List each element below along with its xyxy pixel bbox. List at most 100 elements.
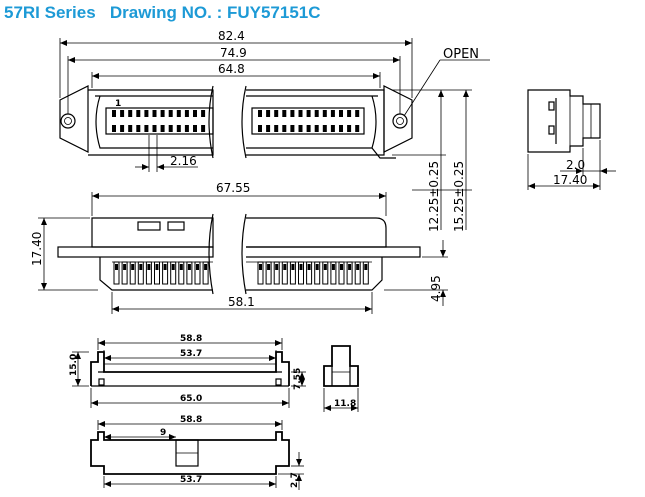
contact-pin xyxy=(266,125,271,132)
terminal-tip xyxy=(155,264,159,270)
terminal-contact xyxy=(113,261,120,285)
dim-front-height: 17.40 xyxy=(30,232,44,266)
contact-pin xyxy=(193,125,197,132)
terminal-tip xyxy=(275,264,279,270)
terminal-contact xyxy=(178,261,185,285)
terminal-tip xyxy=(259,264,262,270)
front-view-terminals xyxy=(113,261,369,285)
terminal-tip xyxy=(147,264,151,270)
terminal-tip xyxy=(163,264,167,270)
terminal-tip xyxy=(187,264,191,270)
contact-pin xyxy=(120,110,125,117)
terminal-tip xyxy=(356,264,360,270)
dim-cover-width: 11.8 xyxy=(334,399,356,409)
terminal-tip xyxy=(196,264,199,270)
dim-cover-height: 15.0 xyxy=(69,354,79,376)
contact-pin xyxy=(160,125,165,132)
terminal-tip xyxy=(348,264,352,270)
terminal-contact xyxy=(322,261,329,285)
contact-pin xyxy=(282,125,287,132)
contact-pin xyxy=(168,110,173,117)
contact-pin xyxy=(322,110,327,117)
terminal-contact xyxy=(306,261,313,285)
cover-view: 58.8 53.7 15.0 7.55 65.0 xyxy=(69,334,306,408)
terminal-contact xyxy=(194,261,201,285)
terminal-contact xyxy=(354,261,361,285)
contact-pin xyxy=(258,110,262,117)
terminal-tip xyxy=(331,264,335,270)
terminal-contact xyxy=(145,261,152,285)
contact-pin xyxy=(314,125,319,132)
contact-pin xyxy=(193,110,197,117)
dim-cover-slot: 53.7 xyxy=(180,349,202,359)
contact-pin xyxy=(176,110,181,117)
contact-pin xyxy=(184,125,189,132)
contact-pin xyxy=(120,125,125,132)
contact-pin xyxy=(168,125,173,132)
contact-pin xyxy=(322,125,327,132)
dim-height-inner: 12.25±0.25 xyxy=(427,161,441,232)
dim-bottom-height: 2.7 xyxy=(290,472,300,488)
terminal-tip xyxy=(283,264,287,270)
terminal-tip xyxy=(171,264,175,270)
contact-pin xyxy=(355,125,360,132)
terminal-contact xyxy=(314,261,321,285)
terminal-tip xyxy=(340,264,343,270)
contact-pin xyxy=(128,110,133,117)
contact-pin xyxy=(290,110,295,117)
contact-pin xyxy=(314,110,319,117)
terminal-tip xyxy=(179,264,183,270)
contact-pin xyxy=(152,125,157,132)
contact-pin xyxy=(347,110,352,117)
terminal-contact xyxy=(265,261,272,285)
contact-pin xyxy=(176,125,181,132)
terminal-contact xyxy=(162,261,169,285)
dim-shell-width: 64.8 xyxy=(218,62,245,76)
contact-pin xyxy=(128,125,133,132)
top-view-dimensions: 82.4 74.9 64.8 1 2.16 OPEN 12.25±0.25 15… xyxy=(59,29,490,232)
terminal-tip xyxy=(131,264,135,270)
dim-bottom-base: 53.7 xyxy=(180,475,202,485)
terminal-contact xyxy=(154,261,160,285)
contact-pin xyxy=(347,125,352,132)
dim-pin-length: 4.95 xyxy=(429,275,443,302)
contact-pin xyxy=(339,125,343,132)
dim-pin-pitch: 2.16 xyxy=(170,154,197,168)
dim-bottom-inner: 58.8 xyxy=(180,415,202,425)
contact-pin xyxy=(274,110,279,117)
terminal-tip xyxy=(267,264,271,270)
terminal-contact xyxy=(330,261,337,285)
dim-height-outer: 15.25±0.25 xyxy=(452,161,466,232)
dim-cover-overall: 65.0 xyxy=(180,394,202,404)
contact-pin xyxy=(282,110,287,117)
dim-cover-step: 7.55 xyxy=(293,368,303,390)
top-view-connector xyxy=(59,85,413,159)
terminal-contact xyxy=(281,261,288,285)
terminal-contact xyxy=(273,261,280,285)
pin-one-label: 1 xyxy=(115,99,121,109)
contact-pin xyxy=(339,110,343,117)
side-view: 2.0 17.40 xyxy=(527,89,616,190)
cover-side-profile: 11.8 xyxy=(323,345,359,412)
terminal-contact xyxy=(346,261,353,285)
contact-pin xyxy=(306,125,311,132)
contact-pin xyxy=(144,125,149,132)
terminal-contact xyxy=(289,261,296,285)
dim-body-width: 67.55 xyxy=(216,181,250,195)
dim-overall-width: 82.4 xyxy=(218,29,245,43)
contact-pin xyxy=(160,110,165,117)
terminal-contact xyxy=(362,261,369,285)
terminal-tip xyxy=(307,264,311,270)
contact-pin xyxy=(152,110,157,117)
contact-pin xyxy=(136,110,141,117)
terminal-contact xyxy=(202,261,209,285)
contact-pin xyxy=(184,110,189,117)
terminal-contact xyxy=(338,261,345,285)
front-view-dimensions: 67.55 17.40 4.95 58.1 xyxy=(30,181,448,314)
front-view-connector xyxy=(57,213,421,295)
terminal-tip xyxy=(299,264,303,270)
drawing-title: 57RI Series Drawing NO. : FUY57151C xyxy=(4,3,321,22)
contact-pin xyxy=(136,125,141,132)
bottom-view: 58.8 9 53.7 2.7 xyxy=(90,415,304,490)
